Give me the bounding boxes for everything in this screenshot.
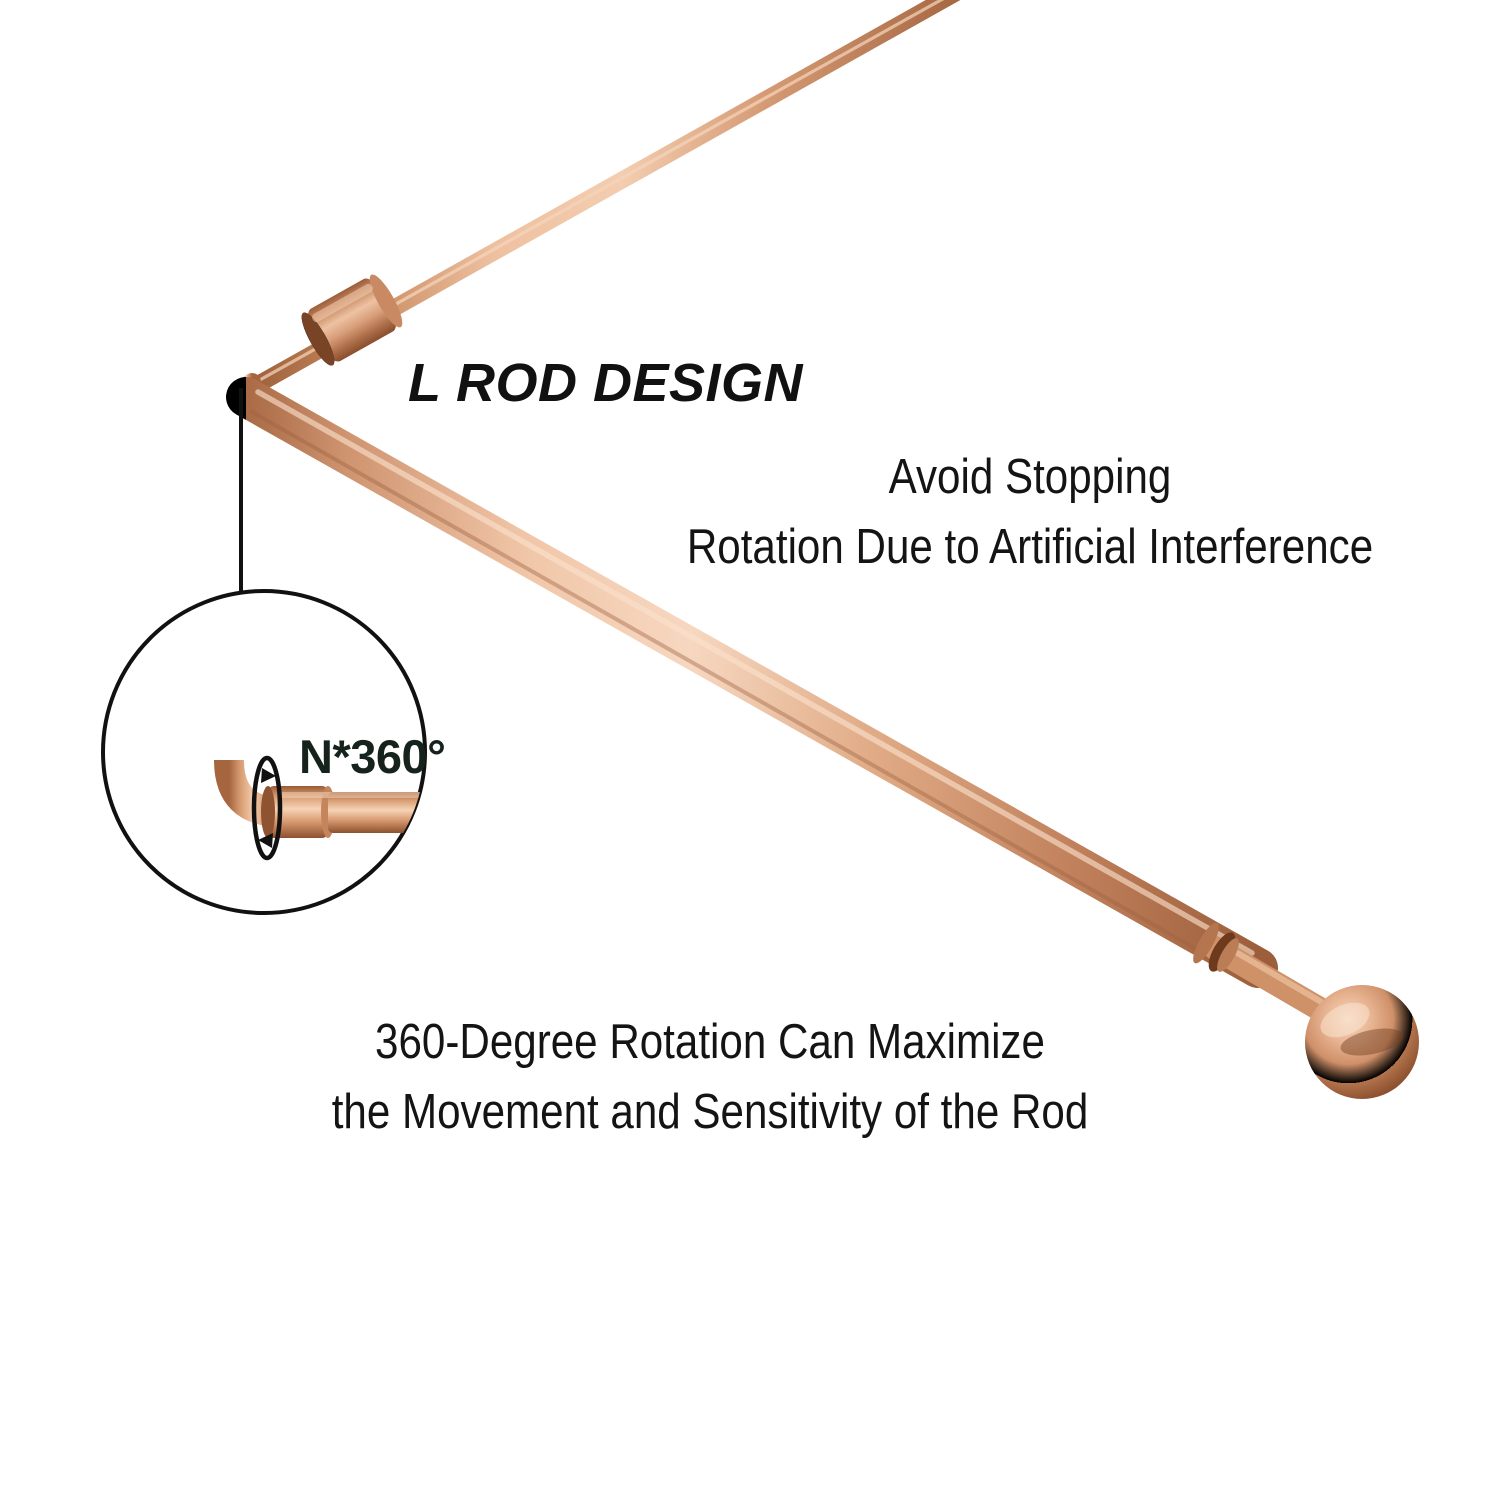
magnified-l-rod (214, 600, 425, 838)
callout-right-line-1: Avoid Stopping (888, 450, 1172, 504)
callout-bottom-text: 360-Degree Rotation Can Maximize the Mov… (271, 1008, 1148, 1147)
callout-right-line-2: Rotation Due to Artificial Interference (686, 519, 1374, 574)
page-title: L ROD DESIGN (408, 353, 804, 413)
rod-assembly (226, 0, 1419, 1099)
magnifier-circle (101, 589, 427, 915)
callout-right-text: Avoid Stopping Rotation Due to Artificia… (660, 443, 1400, 582)
rotation-arrow-icon (251, 755, 283, 861)
rod-thick-lower-arm (226, 377, 1278, 988)
rod-end-ball (1305, 985, 1419, 1099)
rod-tube-open-end (1193, 922, 1342, 1027)
callout-bottom-line-2: the Movement and Sensitivity of the Rod (331, 1084, 1089, 1139)
rod-collar-sleeve (301, 274, 403, 366)
rotation-degrees-label: N*360° (299, 730, 446, 783)
callout-bottom-line-1: 360-Degree Rotation Can Maximize (375, 1015, 1045, 1069)
